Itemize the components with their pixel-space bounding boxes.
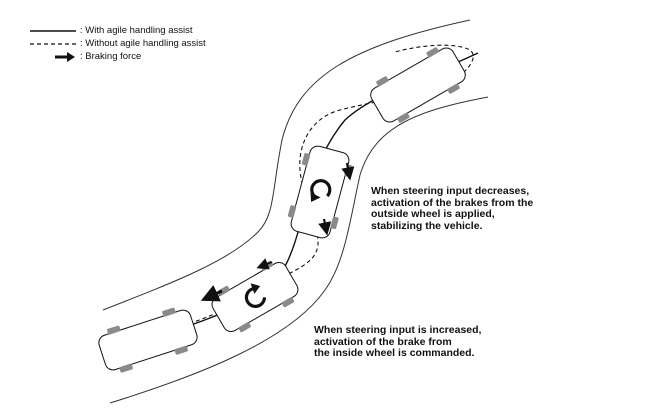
note-line: stabilizing the vehicle. — [371, 219, 483, 232]
yaw-rotation-icon — [310, 179, 332, 199]
road-edge-outer — [102, 19, 471, 311]
vehicle-steering-decrease — [287, 145, 353, 239]
note-line: the inside wheel is commanded. — [314, 347, 475, 359]
braking-force-arrow — [200, 285, 223, 302]
braking-force-arrow — [318, 218, 332, 236]
legend-label: : With agile handling assist — [80, 25, 193, 36]
vehicle-start — [98, 307, 198, 373]
braking-force-arrow — [256, 258, 273, 270]
vehicle-steering-increase — [211, 260, 299, 333]
road-edge-inner — [109, 96, 489, 404]
legend-label: : Braking force — [80, 51, 142, 62]
legend-label: : Without agile handling assist — [80, 38, 206, 49]
note-line: When steering input decreases, — [371, 185, 530, 197]
braking-force-arrow — [341, 162, 355, 181]
vehicle-end — [370, 47, 466, 123]
note-line: activation of the brakes from the — [371, 196, 534, 209]
note-line: activation of the brake from — [314, 335, 452, 348]
note-line: When steering input is increased, — [314, 324, 482, 336]
yaw-rotation-icon — [244, 287, 267, 308]
note-steering-decrease: When steering input decreases, activatio… — [371, 185, 534, 232]
note-line: outside wheel is applied, — [371, 208, 495, 220]
solid-line-swatch — [30, 30, 76, 32]
note-steering-increase: When steering input is increased, activa… — [314, 324, 482, 360]
braking-arrow-icon — [55, 52, 75, 62]
dashed-line-swatch — [30, 43, 76, 45]
